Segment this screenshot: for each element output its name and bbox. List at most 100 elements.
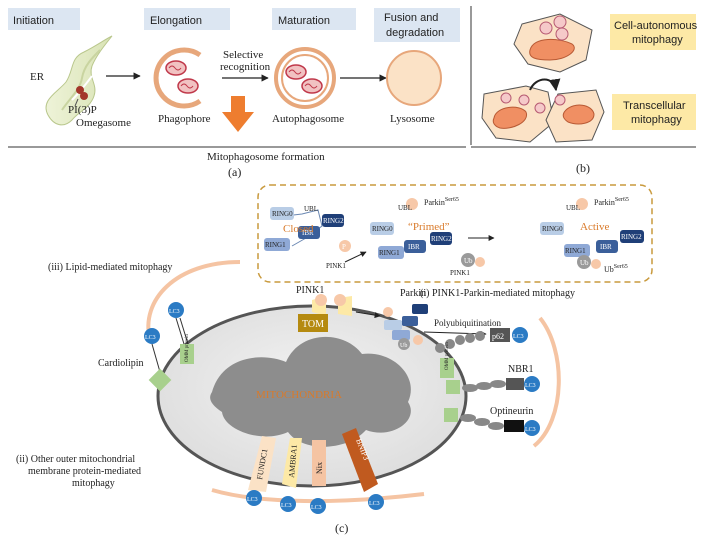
parkin-label: Parkin bbox=[400, 288, 426, 299]
nucleus-bottom-left bbox=[492, 106, 528, 129]
transcellular-box bbox=[612, 94, 696, 130]
mitochondrion-cristae bbox=[210, 336, 411, 447]
membrane-bottom bbox=[211, 488, 425, 504]
p-pink1-1 bbox=[315, 294, 327, 306]
receptor-nix: Nix bbox=[315, 462, 324, 474]
bottom-receptors: FUNDC1 LC3 AMBRA1 LC3 Nix LC3 BNIP3 LC3 bbox=[246, 428, 384, 514]
nbr1-chain: LC3 bbox=[446, 376, 540, 394]
phagophore-drawing bbox=[153, 47, 202, 109]
svg-text:RING2: RING2 bbox=[323, 217, 344, 225]
stage-box-fusion bbox=[374, 8, 460, 42]
svg-text:RING1: RING1 bbox=[565, 247, 586, 255]
lysosome-drawing bbox=[386, 50, 442, 106]
parkin-membrane: Ub bbox=[383, 304, 428, 350]
panel-b-label: (b) bbox=[576, 161, 590, 175]
autophagosome-drawing bbox=[274, 47, 336, 109]
svg-text:RING2: RING2 bbox=[431, 235, 452, 243]
tom-label: TOM bbox=[302, 319, 324, 330]
optineurin-label: Optineurin bbox=[490, 406, 533, 417]
transfer-arrow bbox=[529, 78, 561, 92]
optineurin-chain: LC3 bbox=[444, 408, 540, 436]
parkin-closed: RING0 UBL RING1 IBR RING2 Closed bbox=[264, 205, 344, 251]
panel-a: Initiation Elongation Maturation Fusion … bbox=[8, 8, 466, 179]
other-label-1: (ii) Other outer mitochondrial bbox=[16, 454, 135, 465]
svg-text:RING0: RING0 bbox=[542, 225, 563, 233]
stage-box-initiation bbox=[8, 8, 80, 30]
svg-text:RING1: RING1 bbox=[265, 241, 286, 249]
stage-initiation: Initiation bbox=[13, 15, 54, 27]
pink1-small-2: PINK1 bbox=[450, 269, 470, 277]
other-label-3: mitophagy bbox=[72, 478, 115, 489]
svg-text:Ub: Ub bbox=[580, 259, 589, 267]
p62-label: p62 bbox=[492, 332, 504, 341]
svg-text:RING0: RING0 bbox=[372, 225, 393, 233]
pink1-parkin-label: (i) PINK1-Parkin-mediated mitophagy bbox=[420, 288, 575, 299]
parkin-active: UBL ParkinSer65 RING0 Active IBR RING2 R… bbox=[540, 197, 644, 274]
cell-autonomous-2: mitophagy bbox=[632, 34, 683, 46]
svg-text:LC3: LC3 bbox=[247, 497, 258, 503]
pi3p-label: PI(3)P bbox=[68, 104, 97, 116]
pink1-small-1: PINK1 bbox=[326, 262, 346, 270]
parkin-primed: UBL ParkinSer65 RING0 “Primed” IBR RING2… bbox=[370, 197, 459, 259]
stage-fusion: Fusion and bbox=[384, 12, 438, 24]
stage-degradation: degradation bbox=[386, 27, 444, 39]
lipid-label: (iii) Lipid-mediated mitophagy bbox=[48, 262, 172, 273]
parkin-states-box bbox=[257, 184, 653, 283]
cell-autonomous-1: Cell-autonomous bbox=[614, 20, 698, 32]
mito-bl-1 bbox=[500, 92, 512, 104]
selective-label-2: recognition bbox=[220, 61, 271, 73]
svg-text:LC3: LC3 bbox=[525, 383, 536, 389]
stage-elongation: Elongation bbox=[150, 15, 202, 27]
arrow-pink1-parkin bbox=[355, 311, 381, 319]
omm-protein-right bbox=[440, 358, 454, 378]
svg-text:LC3: LC3 bbox=[525, 427, 536, 433]
svg-text:LC3: LC3 bbox=[145, 335, 156, 341]
mito-top-1 bbox=[539, 21, 553, 35]
omm-label-left: OMM protein bbox=[185, 334, 190, 362]
panel-a-label: (a) bbox=[228, 165, 241, 179]
pi3p-marker bbox=[74, 86, 88, 107]
formation-label: Mitophagosome formation bbox=[207, 151, 325, 163]
transcellular-1: Transcellular bbox=[623, 100, 686, 112]
ub-ser65: UbSer65 bbox=[604, 264, 628, 274]
svg-text:LC3: LC3 bbox=[169, 309, 180, 315]
svg-text:RING1: RING1 bbox=[379, 249, 400, 257]
autophagosome-label: Autophagosome bbox=[272, 113, 344, 125]
omm-label-right: OMM protein bbox=[445, 342, 450, 370]
closed-label: Closed bbox=[283, 223, 314, 235]
membrane-right bbox=[532, 316, 561, 448]
stage-box-elongation bbox=[144, 8, 230, 30]
p62-chain: p62 LC3 bbox=[435, 327, 528, 353]
svg-text:UBL: UBL bbox=[398, 204, 412, 212]
mito-bl-3 bbox=[534, 102, 546, 114]
svg-text:Ub: Ub bbox=[464, 257, 473, 265]
svg-text:IBR: IBR bbox=[302, 229, 314, 237]
membrane-left-top bbox=[146, 260, 241, 341]
panel-c-label: (c) bbox=[335, 521, 348, 535]
svg-text:RING2: RING2 bbox=[621, 233, 642, 241]
arrow-closed-primed bbox=[344, 251, 367, 263]
svg-text:Ub: Ub bbox=[400, 343, 407, 349]
panel-c: RING0 UBL RING1 IBR RING2 Closed P PINK1… bbox=[16, 184, 653, 535]
svg-text:RING0: RING0 bbox=[272, 210, 293, 218]
p-closed bbox=[339, 240, 351, 252]
active-label: Active bbox=[580, 221, 609, 233]
transcellular-2: mitophagy bbox=[631, 114, 682, 126]
er-omegasome-drawing bbox=[45, 35, 113, 126]
parkin-ser65-1: ParkinSer65 bbox=[424, 197, 459, 207]
svg-text:LC3: LC3 bbox=[513, 334, 524, 340]
other-label-2: membrane protein-mediated bbox=[28, 466, 141, 477]
nbr1-label: NBR1 bbox=[508, 364, 534, 375]
stage-maturation: Maturation bbox=[278, 15, 330, 27]
lysosome-label: Lysosome bbox=[390, 113, 435, 125]
mito-bl-2 bbox=[518, 94, 530, 106]
selective-label-1: Selective bbox=[223, 49, 263, 61]
mito-br-1 bbox=[554, 94, 566, 106]
svg-text:IBR: IBR bbox=[408, 243, 420, 251]
ub-primed bbox=[461, 253, 475, 267]
svg-text:UBL: UBL bbox=[566, 204, 580, 212]
svg-text:LC3: LC3 bbox=[281, 503, 292, 509]
phagophore-label: Phagophore bbox=[158, 113, 211, 125]
cell-autonomous-box bbox=[610, 14, 696, 50]
